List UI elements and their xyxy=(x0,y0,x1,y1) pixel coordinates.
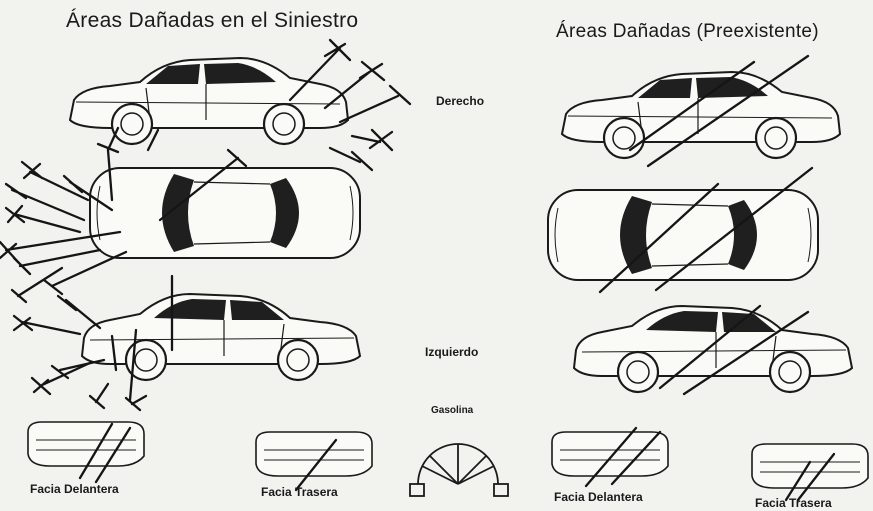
left-car-left-side xyxy=(80,292,362,382)
right-car-top xyxy=(547,189,819,281)
fuel-gauge xyxy=(409,443,509,497)
left-front-bumper xyxy=(27,421,145,467)
right-car-right-side xyxy=(560,70,842,160)
right-front-bumper xyxy=(551,431,669,477)
label-right-front-bumper: Facia Delantera xyxy=(554,490,643,504)
left-car-top xyxy=(89,167,361,259)
heading-preexisting-damage: Áreas Dañadas (Preexistente) xyxy=(556,21,819,42)
label-fuel: Gasolina xyxy=(431,405,474,416)
label-left-front-bumper: Facia Delantera xyxy=(30,482,119,496)
accident-damage-marks xyxy=(0,38,412,492)
heading-accident-damage: Áreas Dañadas en el Siniestro xyxy=(66,9,359,32)
label-right-side: Derecho xyxy=(436,94,485,108)
right-rear-bumper xyxy=(751,443,869,489)
left-rear-bumper xyxy=(255,431,373,477)
label-left-rear-bumper: Facia Trasera xyxy=(261,485,338,499)
preexisting-damage-marks xyxy=(584,54,836,502)
right-car-left-side xyxy=(572,304,854,394)
left-car-right-side xyxy=(68,56,350,146)
label-left-side: Izquierdo xyxy=(425,345,479,359)
label-right-rear-bumper: Facia Trasera xyxy=(755,496,832,510)
